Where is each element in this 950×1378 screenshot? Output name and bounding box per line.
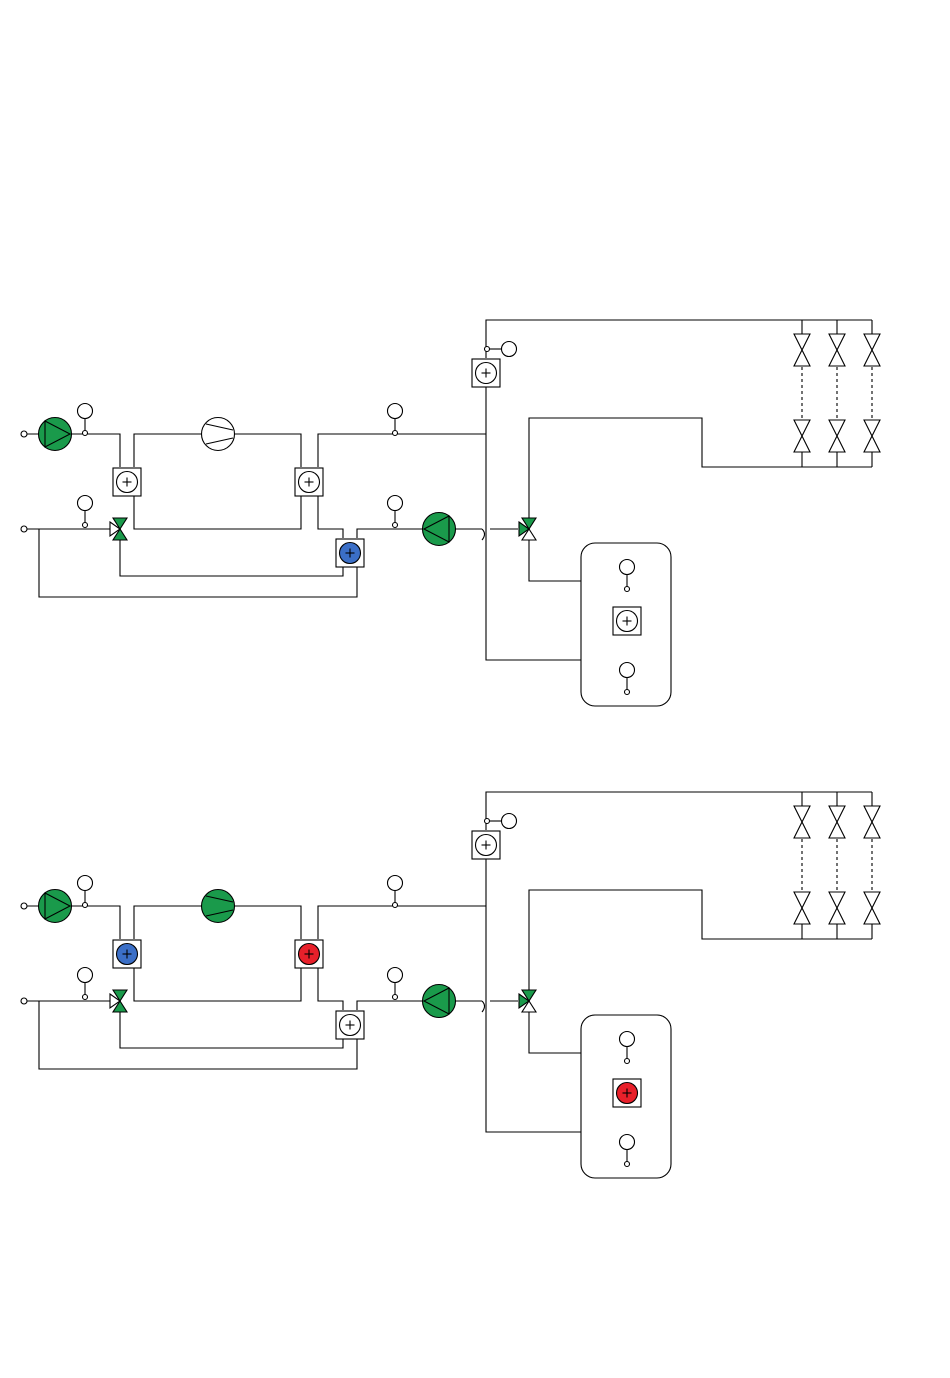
heat-exchanger-tank-icon[interactable] [613,1079,641,1107]
three-way-valve-left-icon[interactable] [110,990,127,1012]
temperature-sensor-icon [388,876,403,908]
pipes [24,792,872,1132]
pipe-connection-icon [21,526,27,532]
valve-icon[interactable] [794,334,810,366]
diagram-bottom [21,792,880,1178]
heat-exchanger-tank-icon[interactable] [613,607,641,635]
temperature-sensor-icon [485,814,517,829]
valve-icon[interactable] [829,420,845,452]
heat-exchanger-bottom-icon[interactable] [336,1011,364,1039]
temperature-sensor-icon [388,968,403,1000]
three-way-valve-left-icon[interactable] [110,518,127,540]
compressor-icon[interactable] [202,418,235,451]
three-way-valve-right-icon[interactable] [519,990,536,1012]
source-pump-icon[interactable] [39,890,72,923]
valve-icon[interactable] [864,892,880,924]
heat-exchanger-left-icon[interactable] [113,468,141,496]
temperature-sensor-icon [78,876,93,908]
temperature-sensor-icon [78,404,93,436]
valve-icon[interactable] [794,806,810,838]
heat-exchanger-top-icon[interactable] [472,359,500,387]
diagram-top [21,320,880,706]
valve-icon[interactable] [864,806,880,838]
temperature-sensor-icon [388,404,403,436]
pipe-connection-icon [21,431,27,437]
valve-icon[interactable] [864,334,880,366]
valve-icon[interactable] [864,420,880,452]
valve-icon[interactable] [829,892,845,924]
temperature-sensor-icon [78,496,93,528]
heat-exchanger-bottom-icon[interactable] [336,539,364,567]
load-pump-icon[interactable] [423,513,456,546]
valve-icon[interactable] [794,892,810,924]
valve-icon[interactable] [794,420,810,452]
pipe-connection-icon [21,998,27,1004]
heat-exchanger-middle-icon[interactable] [295,940,323,968]
pipe-connection-icon [21,903,27,909]
temperature-sensor-icon [388,496,403,528]
temperature-sensor-icon [485,342,517,357]
heat-exchanger-top-icon[interactable] [472,831,500,859]
temperature-sensor-icon [78,968,93,1000]
three-way-valve-right-icon[interactable] [519,518,536,540]
heat-exchanger-middle-icon[interactable] [295,468,323,496]
load-pump-icon[interactable] [423,985,456,1018]
source-pump-icon[interactable] [39,418,72,451]
valve-icon[interactable] [829,806,845,838]
heat-exchanger-left-icon[interactable] [113,940,141,968]
compressor-icon[interactable] [202,890,235,923]
pipes [24,320,872,660]
valve-icon[interactable] [829,334,845,366]
